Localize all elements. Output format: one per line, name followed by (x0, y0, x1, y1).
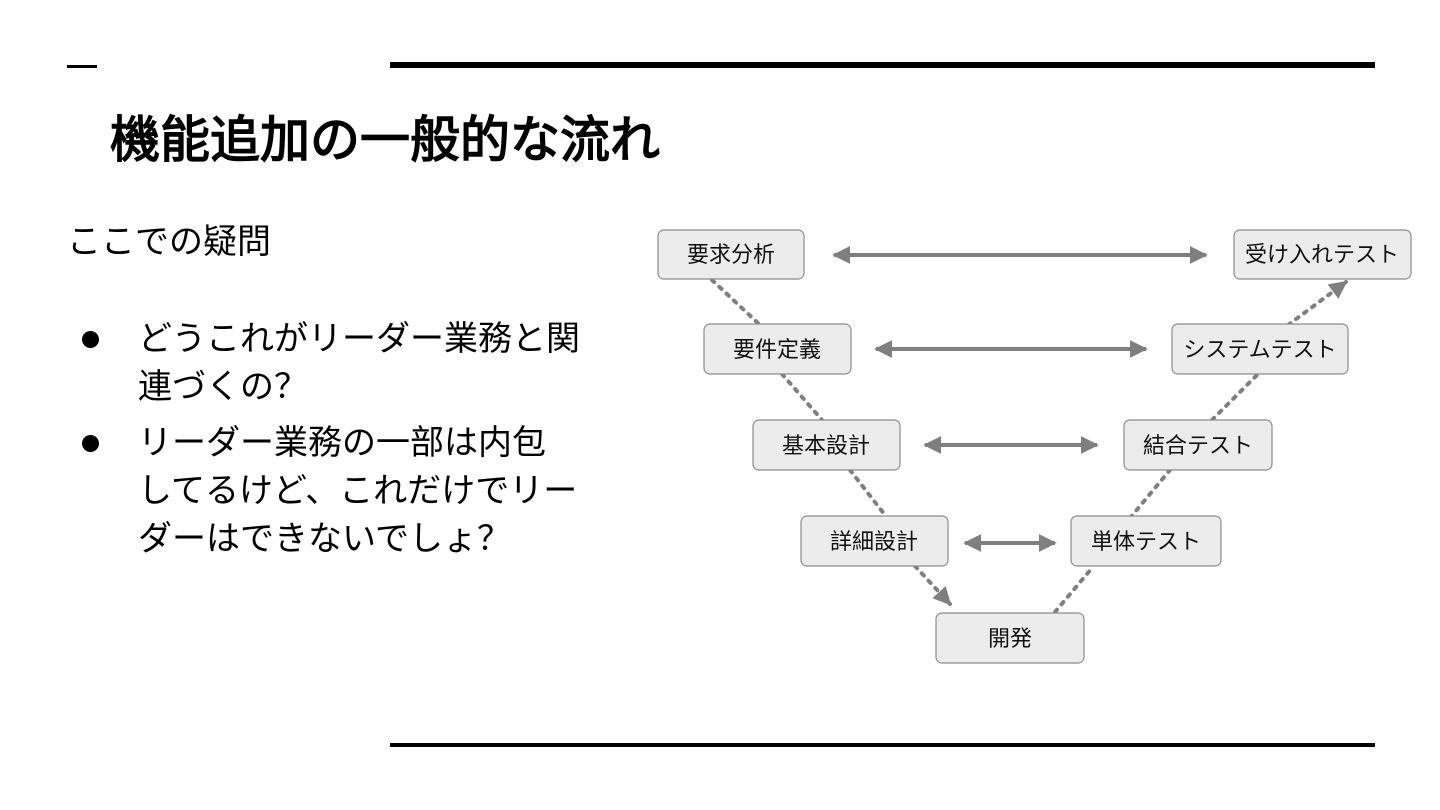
question-item: どうこれがリーダー業務と関 連づくの？ (70, 315, 630, 411)
node-basic-design: 基本設計 (752, 419, 901, 471)
node-label: 開発 (988, 627, 1032, 652)
node-development: 開発 (935, 612, 1085, 664)
node-label: 要求分析 (687, 243, 775, 268)
question-line: どうこれがリーダー業務と関 (138, 319, 580, 359)
node-acceptance-test: 受け入れテスト (1233, 229, 1412, 280)
node-label: 受け入れテスト (1245, 243, 1399, 268)
flow-line (1053, 566, 1094, 614)
flow-line (1286, 280, 1348, 327)
flow-line (848, 468, 887, 517)
flow-line (1210, 372, 1260, 422)
section-heading: ここでの疑問 (67, 222, 271, 262)
flow-line (710, 278, 762, 327)
bottom-rule (390, 743, 1375, 747)
node-label: 詳細設計 (830, 530, 918, 555)
node-unit-test: 単体テスト (1070, 515, 1222, 567)
node-label: システムテスト (1183, 338, 1336, 363)
node-label: 要件定義 (733, 338, 821, 363)
flow-line (1128, 468, 1172, 520)
bullet-icon (82, 435, 99, 452)
question-list: どうこれがリーダー業務と関 連づくの？ リーダー業務の一部は内包 してるけど、こ… (70, 315, 630, 571)
slide-title: 機能追加の一般的な流れ (110, 111, 660, 169)
flow-line (780, 372, 824, 422)
question-item: リーダー業務の一部は内包 してるけど、これだけでリー ダーはできないでしょ？ (70, 419, 630, 563)
node-system-test: システムテスト (1171, 323, 1349, 375)
node-requirements-definition: 要件定義 (703, 323, 852, 375)
top-rule (390, 62, 1375, 68)
node-integration-test: 結合テスト (1123, 419, 1273, 471)
bullet-icon (82, 331, 99, 348)
flow-line (913, 564, 952, 606)
question-line: ダーはできないでしょ？ (138, 519, 511, 559)
node-label: 基本設計 (782, 434, 870, 459)
node-detailed-design: 詳細設計 (800, 515, 949, 567)
question-line: してるけど、これだけでリー (138, 471, 578, 511)
question-line: リーダー業務の一部は内包 (138, 423, 546, 463)
question-line: 連づくの？ (138, 367, 308, 407)
node-requirements-analysis: 要求分析 (657, 229, 805, 280)
node-label: 結合テスト (1143, 434, 1253, 459)
node-label: 単体テスト (1091, 530, 1201, 555)
top-left-dash (67, 65, 97, 68)
